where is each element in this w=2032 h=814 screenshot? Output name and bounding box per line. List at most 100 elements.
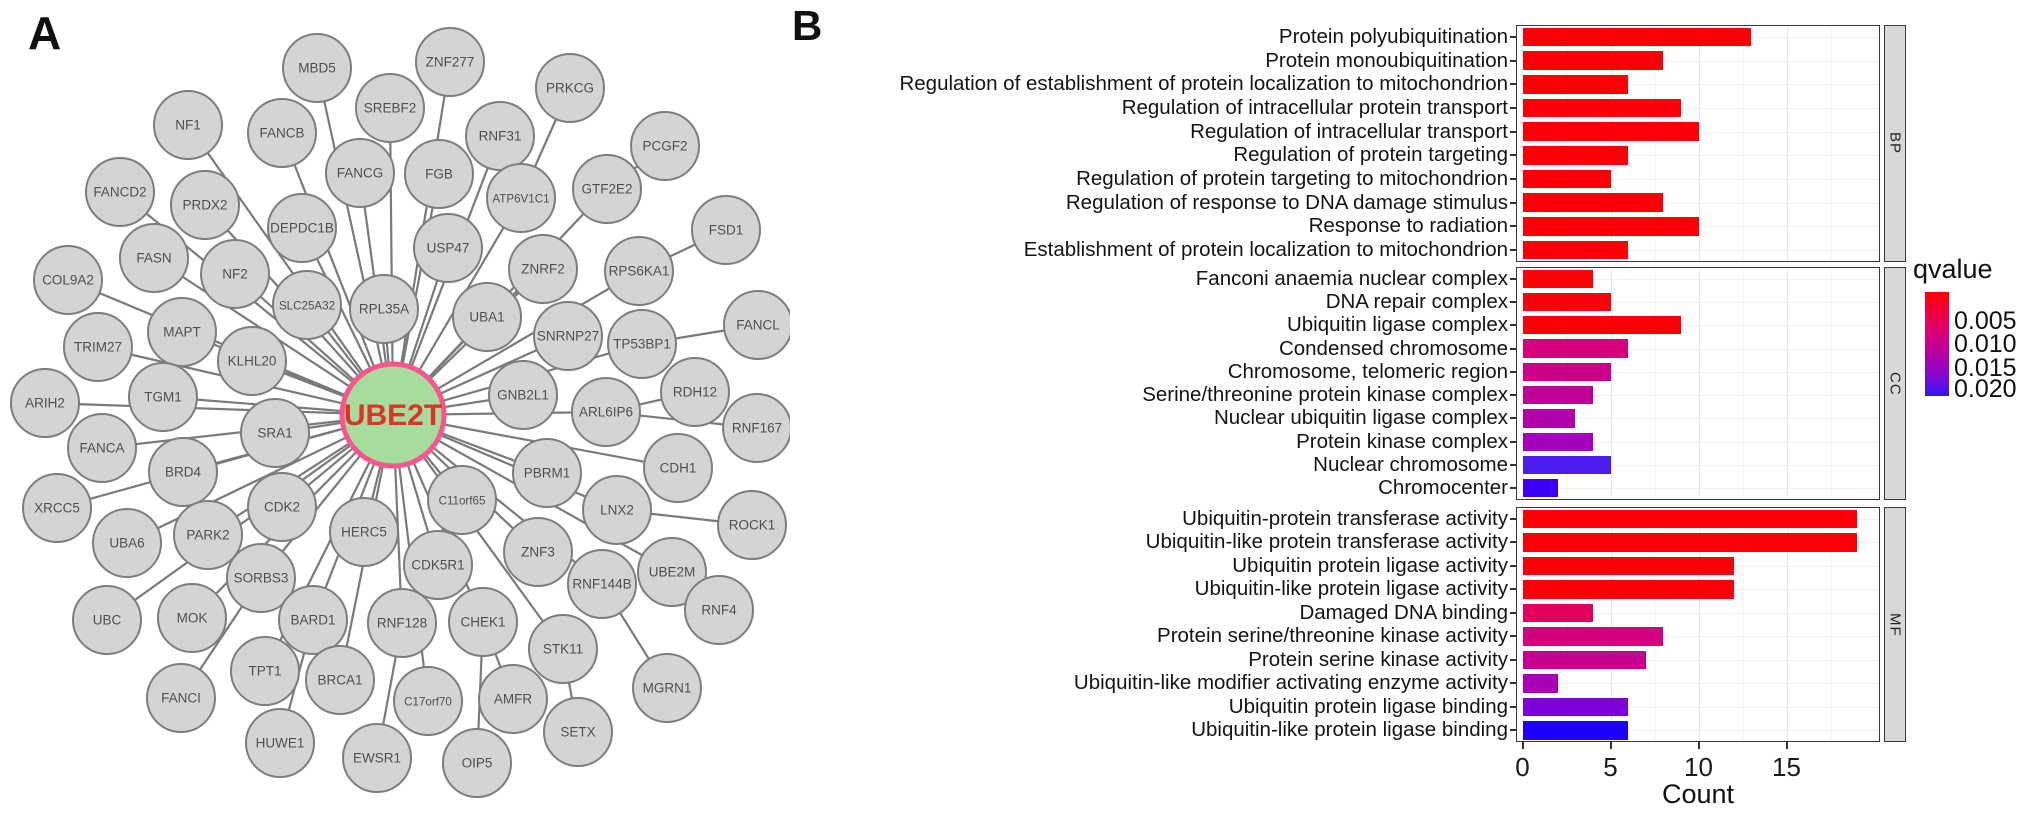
legend-tick-label: 0.010 bbox=[1954, 329, 2017, 358]
bar-BP-1 bbox=[1522, 51, 1664, 70]
gridline-h bbox=[1518, 155, 1878, 157]
network-node-ATP6V1C1 bbox=[486, 163, 556, 233]
network-node-ZNRF2 bbox=[508, 234, 578, 304]
category-label: Nuclear chromosome bbox=[1313, 453, 1508, 477]
bar-CC-9 bbox=[1522, 479, 1558, 498]
y-tickmark bbox=[1510, 487, 1516, 490]
category-label: Damaged DNA binding bbox=[1299, 600, 1508, 624]
bar-BP-5 bbox=[1522, 146, 1629, 165]
category-label: Regulation of protein targeting to mitoc… bbox=[1076, 167, 1508, 191]
facet-strip-label: BP bbox=[1886, 132, 1904, 155]
network-node-UBE2M bbox=[637, 537, 707, 607]
network-node-label: BRD4 bbox=[165, 465, 202, 480]
network-node-label: SETX bbox=[560, 725, 595, 740]
y-tickmark bbox=[1510, 300, 1516, 303]
category-label: Serine/threonine protein kinase complex bbox=[1142, 383, 1508, 407]
category-label: DNA repair complex bbox=[1325, 289, 1508, 313]
network-node-RDH12 bbox=[660, 357, 730, 427]
category-label: Ubiquitin protein ligase activity bbox=[1232, 553, 1508, 577]
x-tick-label: 15 bbox=[1772, 752, 1801, 782]
network-node-label: PCGF2 bbox=[642, 139, 687, 154]
network-node-label: CHEK1 bbox=[460, 615, 505, 630]
bar-BP-8 bbox=[1522, 217, 1699, 236]
y-tickmark bbox=[1510, 440, 1516, 443]
network-node-label: FANCL bbox=[736, 318, 780, 333]
gridline-h bbox=[1518, 202, 1878, 204]
gridline-v bbox=[1610, 27, 1612, 260]
network-node-label: FANCG bbox=[337, 166, 384, 181]
bar-MF-4 bbox=[1522, 603, 1593, 622]
network-node-label: FANCD2 bbox=[93, 185, 146, 200]
network-node-KLHL20 bbox=[217, 326, 287, 396]
network-node-label: NF2 bbox=[222, 267, 248, 282]
bar-CC-2 bbox=[1522, 316, 1681, 335]
category-label: Ubiquitin-protein transferase activity bbox=[1182, 506, 1508, 530]
network-node-RNF4 bbox=[684, 575, 754, 645]
category-label: Ubiquitin ligase complex bbox=[1286, 313, 1508, 337]
network-node-label: SREBF2 bbox=[364, 101, 417, 116]
gridline-h bbox=[1518, 418, 1878, 420]
y-tickmark bbox=[1510, 541, 1516, 544]
network-node-LNX2 bbox=[582, 475, 652, 545]
x-axis-title: Count bbox=[1661, 779, 1735, 809]
network-node-USP47 bbox=[413, 213, 483, 283]
x-tick-label: 5 bbox=[1603, 752, 1618, 782]
network-node-SRA1 bbox=[240, 398, 310, 468]
network-node-label: TP53BP1 bbox=[613, 337, 671, 352]
network-node-label: FANCI bbox=[161, 691, 201, 706]
y-tickmark bbox=[1510, 35, 1516, 38]
bar-CC-8 bbox=[1522, 455, 1611, 475]
network-node-label: ATP6V1C1 bbox=[492, 193, 549, 206]
category-label: Protein serine/threonine kinase activity bbox=[1157, 624, 1508, 648]
network-node-label: C17orf70 bbox=[404, 696, 452, 709]
network-node-label: PRDX2 bbox=[182, 198, 227, 213]
network-edge bbox=[315, 67, 395, 416]
network-node-label: ARL6IP6 bbox=[579, 405, 633, 420]
y-tickmark bbox=[1510, 130, 1516, 133]
network-node-label: RDH12 bbox=[673, 385, 717, 400]
y-tickmark bbox=[1510, 59, 1516, 62]
network-node-ZNF3 bbox=[503, 517, 573, 587]
gridline-v bbox=[1610, 269, 1612, 498]
network-node-AMFR bbox=[478, 664, 548, 734]
category-label: Ubiquitin protein ligase binding bbox=[1228, 694, 1508, 718]
category-label: Fanconi anaemia nuclear complex bbox=[1195, 266, 1508, 290]
gridline-v bbox=[1566, 269, 1568, 498]
gridline-v bbox=[1654, 509, 1656, 740]
gridline-v bbox=[1786, 509, 1788, 740]
network-node-label: TRIM27 bbox=[74, 340, 122, 355]
network-node-label: USP47 bbox=[427, 241, 470, 256]
network-node-UBA1 bbox=[452, 282, 522, 352]
bar-MF-0 bbox=[1522, 509, 1857, 528]
gridline-h bbox=[1518, 395, 1878, 397]
network-node-label: RPS6KA1 bbox=[609, 264, 670, 279]
bar-CC-7 bbox=[1522, 432, 1593, 451]
y-tickmark bbox=[1510, 705, 1516, 708]
network-node-label: UBC bbox=[93, 613, 122, 628]
network-node-label: BARD1 bbox=[290, 613, 335, 628]
gridline-v bbox=[1742, 269, 1744, 498]
network-node-MOK bbox=[157, 583, 227, 653]
network-node-GTF2E2 bbox=[572, 154, 642, 224]
network-node-STK11 bbox=[528, 614, 598, 684]
network-node-RPL35A bbox=[349, 274, 419, 344]
category-label: Ubiquitin-like protein transferase activ… bbox=[1145, 530, 1508, 554]
gridline-v bbox=[1830, 269, 1832, 498]
network-node-label: STK11 bbox=[543, 642, 583, 657]
network-node-RNF144B bbox=[567, 549, 637, 619]
network-node-EWSR1 bbox=[342, 723, 412, 793]
x-tickmark bbox=[1697, 742, 1700, 749]
bar-CC-6 bbox=[1522, 409, 1576, 428]
gridline-h bbox=[1518, 107, 1878, 109]
x-tick-label: 10 bbox=[1684, 752, 1713, 782]
network-node-TGM1 bbox=[128, 362, 198, 432]
gridline-v bbox=[1742, 509, 1744, 740]
network-node-label: ZNF277 bbox=[426, 55, 475, 70]
y-tickmark bbox=[1510, 225, 1516, 228]
network-node-label: COL9A2 bbox=[42, 273, 94, 288]
network-node-label: CDK5R1 bbox=[411, 558, 464, 573]
network-node-MAPT bbox=[147, 297, 217, 367]
y-tickmark bbox=[1510, 588, 1516, 591]
network-node-label: CDK2 bbox=[264, 500, 300, 515]
